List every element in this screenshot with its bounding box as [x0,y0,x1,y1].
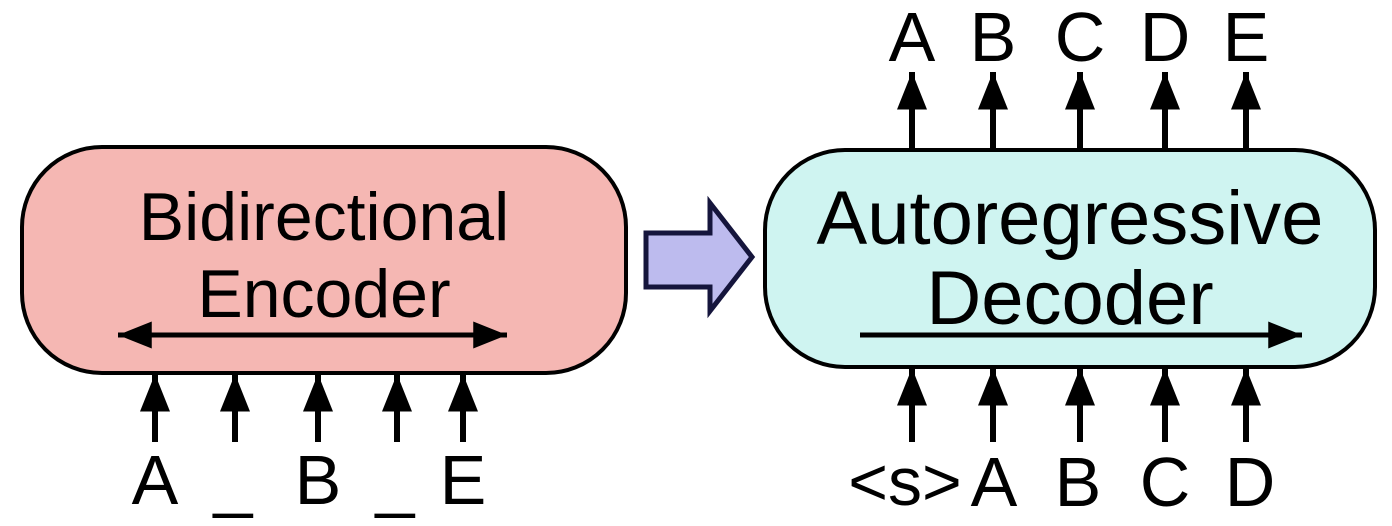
encoder-input-token: B [294,441,342,519]
decoder-input-token: D [1224,443,1276,521]
decoder-input-token: A [970,443,1018,521]
encoder-input-token: _ [213,441,253,519]
decoder-title-line1: Autoregressive [816,176,1324,261]
decoder-input-token: C [1139,443,1191,521]
encoder-input-arrows [140,374,478,442]
decoder-output-token: D [1139,0,1191,76]
decoder-input-arrows [897,368,1261,442]
encoder-input-token: E [439,441,487,519]
encoder-to-decoder-arrow [643,195,756,319]
decoder-output-token: B [969,0,1017,76]
encoder-title-line2: Encoder [197,256,451,332]
decoder-title-line2: Decoder [926,256,1214,341]
decoder-input-token: <s> [848,444,962,520]
encoder-input-token: _ [375,441,415,519]
decoder-output-token: E [1222,0,1270,76]
decoder-output-token: C [1054,0,1106,76]
encoder-input-token: A [131,441,179,519]
decoder-output-token: A [888,0,936,76]
decoder-output-arrows [897,72,1261,148]
encoder-title-line1: Bidirectional [138,179,510,255]
decoder-input-token: B [1054,443,1102,521]
